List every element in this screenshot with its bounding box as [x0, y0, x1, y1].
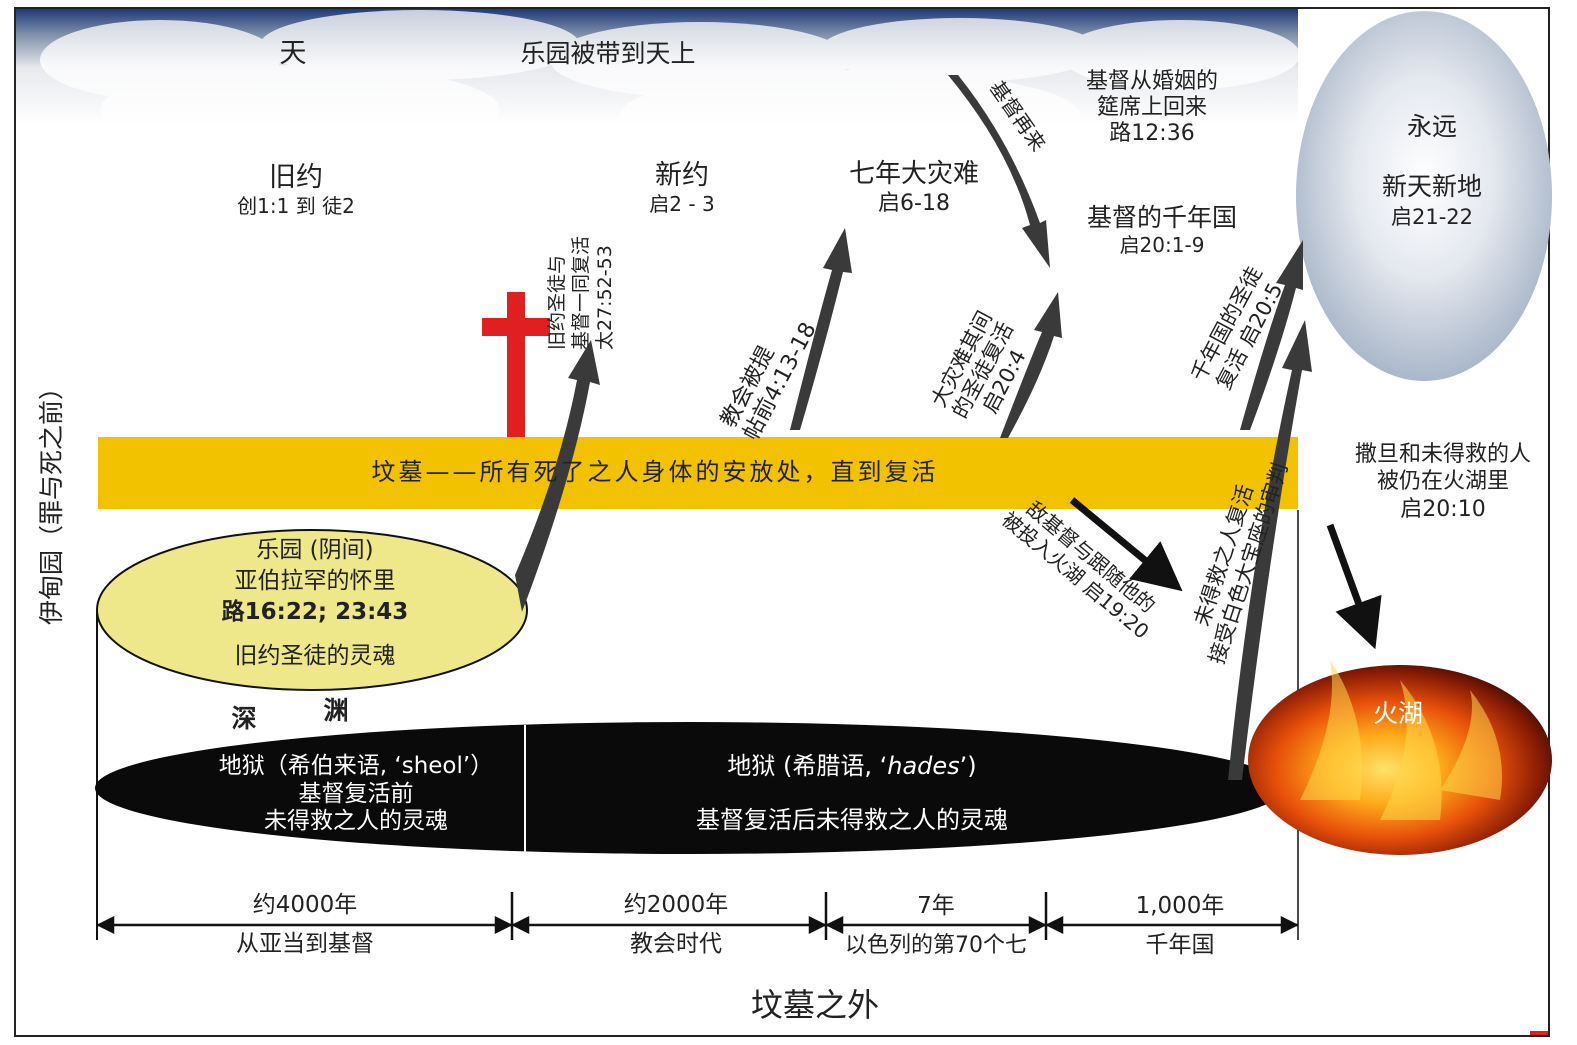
- millennial-saints-arrow: [1240, 240, 1303, 430]
- timeline-label-2: 教会时代: [630, 931, 722, 957]
- lake-of-fire-oval: [1248, 665, 1552, 855]
- eternity-ref: 启21-22: [1391, 205, 1473, 229]
- timeline-duration-2: 约2000年: [624, 892, 729, 918]
- paradise-ellipse: [96, 529, 528, 691]
- hades-title: 地狱 (希腊语, ‘hades’): [727, 752, 976, 780]
- resurrection-arrows: [515, 75, 1312, 780]
- eternity-subtitle: 新天新地: [1382, 172, 1482, 201]
- return-wedding-line2: 筵席上回来: [1097, 95, 1207, 120]
- svg-text:太27:52-53: 太27:52-53: [594, 245, 616, 350]
- return-wedding-line1: 基督从婚姻的: [1086, 69, 1218, 94]
- sheol-line3: 未得救之人的灵魂: [264, 808, 448, 834]
- cloud-shapes: [40, 10, 1300, 160]
- cross-horizontal: [482, 318, 550, 336]
- corner-mark: [1530, 1031, 1548, 1035]
- nt-title: 新约: [655, 160, 709, 191]
- paradise-line4: 旧约圣徒的灵魂: [235, 643, 396, 669]
- timeline-label-3: 以色列的第70个七: [845, 933, 1027, 958]
- paradise-taken-label: 乐园被带到天上: [520, 39, 695, 68]
- eternity-title: 永远: [1407, 112, 1457, 141]
- satan-line2: 被仍在火湖里: [1377, 469, 1509, 494]
- ot-title: 旧约: [269, 162, 323, 193]
- paradise-line2: 亚伯拉罕的怀里: [235, 568, 396, 594]
- second-coming-arrow: [948, 75, 1050, 268]
- tribulation-ref: 启6-18: [878, 191, 950, 216]
- millennium-title: 基督的千年国: [1087, 203, 1237, 232]
- hades-souls: 基督复活后未得救之人的灵魂: [696, 806, 1008, 834]
- trib-saints-arrow: [1000, 292, 1062, 438]
- antichrist-arrow: [1069, 497, 1183, 592]
- sheol-line1: 地狱（希伯来语, ‘sheol’）: [219, 753, 493, 779]
- timeline-duration-4: 1,000年: [1136, 893, 1225, 919]
- hell-ellipse: [95, 722, 1285, 854]
- footer-label: 坟墓之外: [751, 986, 879, 1024]
- satan-line3: 启20:10: [1400, 497, 1485, 522]
- tribulation-title: 七年大灾难: [849, 159, 979, 189]
- nt-ref: 启2 - 3: [649, 192, 714, 216]
- rapture-arrow: [790, 228, 852, 430]
- abyss-right: 渊: [323, 696, 348, 725]
- timeline-duration-1: 约4000年: [253, 892, 358, 918]
- return-wedding-line3: 路12:36: [1109, 121, 1194, 146]
- millennium-ref: 启20:1-9: [1120, 233, 1205, 257]
- satan-line1: 撒旦和未得救的人: [1355, 442, 1531, 467]
- eternity-oval: [1296, 11, 1552, 381]
- eden-vertical-label: 伊甸园（罪与死之前）: [37, 375, 66, 625]
- cross-vertical: [507, 292, 525, 437]
- grave-band: [98, 437, 1298, 509]
- ot-saints-arrow: [515, 340, 600, 612]
- satan-arrow: [1326, 523, 1382, 650]
- ot-saints-text: 旧约圣徒与 基督一同复活 太27:52-53: [546, 236, 616, 350]
- svg-text:基督一同复活: 基督一同复活: [570, 236, 592, 350]
- abyss-left: 深: [231, 704, 256, 733]
- ot-ref: 创1:1 到 徒2: [237, 194, 355, 218]
- sheol-line2: 基督复活前: [299, 781, 414, 807]
- svg-text:旧约圣徒与: 旧约圣徒与: [546, 255, 568, 350]
- timeline-duration-3: 7年: [917, 893, 955, 919]
- paradise-line3: 路16:22; 23:43: [222, 598, 409, 625]
- grave-band-label: 坟墓——所有死了之人身体的安放处，直到复活: [372, 458, 939, 486]
- timeline-label-4: 千年国: [1146, 932, 1215, 958]
- timeline-label-1: 从亚当到基督: [236, 931, 374, 957]
- heaven-label: 天: [280, 38, 307, 69]
- lake-of-fire-label: 火湖: [1373, 699, 1423, 728]
- timeline-lines: [96, 892, 1299, 940]
- trib-saints-text: 大灾难其间 的圣徒复活 启20:4: [927, 307, 1031, 422]
- paradise-line1: 乐园 (阴间): [256, 537, 373, 563]
- unsaved-resurrection-arrow: [1228, 320, 1312, 780]
- flame-shapes: [1300, 660, 1502, 820]
